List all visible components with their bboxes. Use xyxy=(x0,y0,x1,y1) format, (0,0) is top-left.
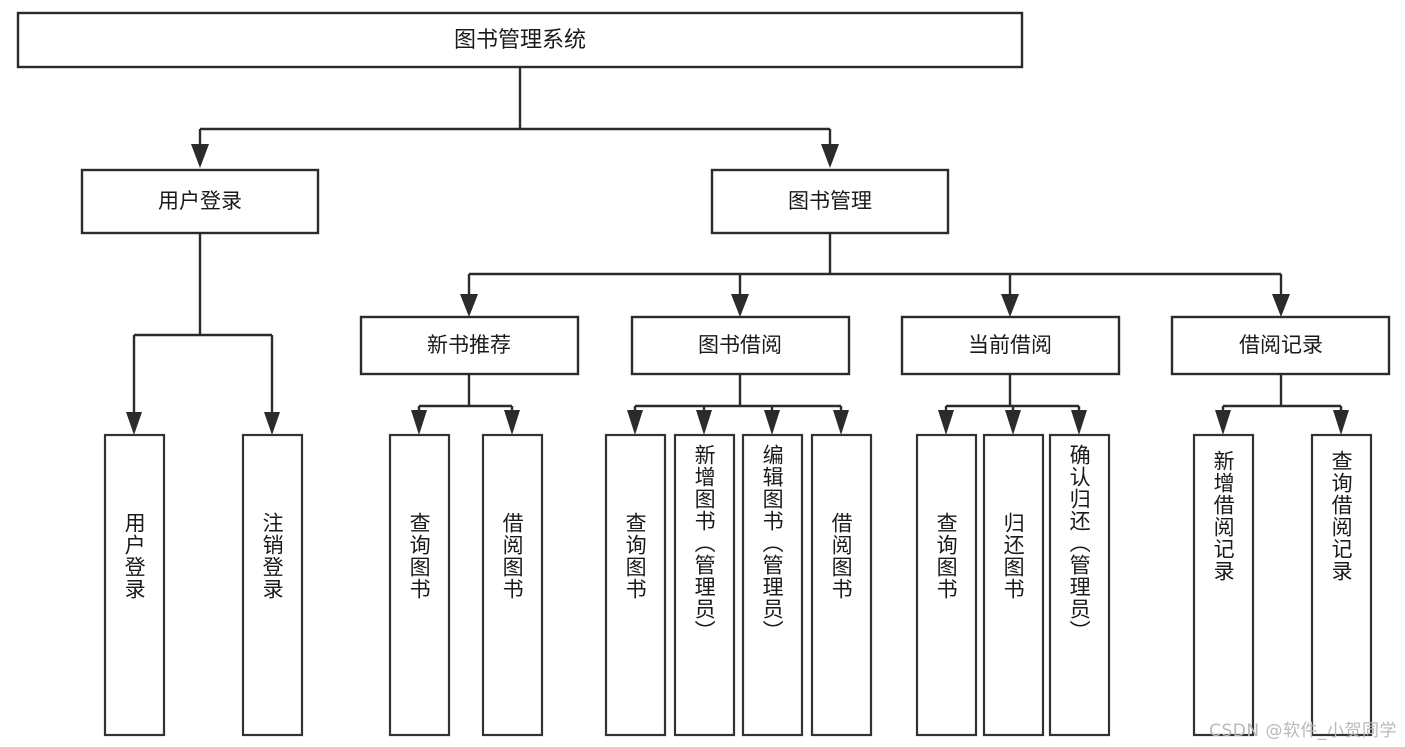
leaf-box-add-book-admin[interactable] xyxy=(673,433,736,737)
node-current-borrow[interactable]: 当前借阅 xyxy=(900,315,1121,376)
arrow-head-leaf-user-login xyxy=(126,412,142,435)
node-book-borrow-box xyxy=(630,315,851,376)
node-root-system-box xyxy=(16,11,1024,69)
arrow-head-leaf-confirm-return-admin xyxy=(1071,410,1087,435)
connector-user-login-to-leaves xyxy=(126,233,280,435)
node-book-manage-box xyxy=(710,168,950,235)
arrow-head-leaf-query-book-3 xyxy=(938,410,954,435)
connector-borrow-record-to-leaves xyxy=(1215,374,1349,435)
arrow-head-user-login xyxy=(191,144,209,168)
arrow-head-leaf-return-book xyxy=(1005,410,1021,435)
arrow-head-leaf-add-book-admin xyxy=(696,410,712,435)
leaf-box-add-borrow-record[interactable] xyxy=(1192,433,1255,737)
arrow-head-leaf-add-borrow-record xyxy=(1215,410,1231,435)
node-user-login[interactable]: 用户登录 xyxy=(80,168,320,235)
arrow-head-leaf-borrow-book-2 xyxy=(833,410,849,435)
arrow-head-leaf-query-book-1 xyxy=(411,410,427,435)
node-new-book-recommend-label: 新书推荐 xyxy=(427,333,511,357)
arrow-head-leaf-borrow-book-1 xyxy=(504,410,520,435)
connector-new-book-recommend-to-leaves xyxy=(411,374,520,435)
connector-root-to-level2 xyxy=(191,67,839,168)
node-book-manage-label: 图书管理 xyxy=(788,189,872,213)
arrow-head-book-manage xyxy=(821,144,839,168)
leaf-box-query-book-2[interactable] xyxy=(604,433,667,737)
watermark-credit: CSDN @软件_小贺同学 xyxy=(1209,721,1397,741)
arrow-head-leaf-edit-book-admin xyxy=(764,410,780,435)
leaf-box-confirm-return-admin[interactable] xyxy=(1048,433,1111,737)
arrow-head-book-borrow xyxy=(731,294,749,317)
node-root-system[interactable]: 图书管理系统 xyxy=(16,11,1024,69)
leaf-box-user-login[interactable] xyxy=(103,433,166,737)
leaf-box-borrow-book-2[interactable] xyxy=(810,433,873,737)
leaf-box-edit-book-admin[interactable] xyxy=(741,433,804,737)
node-borrow-record-box xyxy=(1170,315,1391,376)
arrow-head-new-book-recommend xyxy=(460,294,478,317)
node-current-borrow-label: 当前借阅 xyxy=(968,333,1052,357)
node-user-login-box xyxy=(80,168,320,235)
leaf-box-query-borrow-record[interactable] xyxy=(1310,433,1373,737)
leaf-box-borrow-book-1[interactable] xyxy=(481,433,544,737)
arrow-head-current-borrow xyxy=(1001,294,1019,317)
node-book-borrow-label: 图书借阅 xyxy=(698,333,782,357)
node-user-login-label: 用户登录 xyxy=(158,189,242,213)
arrow-head-borrow-record xyxy=(1272,294,1290,317)
leaf-box-return-book[interactable] xyxy=(982,433,1045,737)
leaf-box-query-book-1[interactable] xyxy=(388,433,451,737)
node-new-book-recommend-box xyxy=(359,315,580,376)
node-book-manage[interactable]: 图书管理 xyxy=(710,168,950,235)
node-borrow-record-label: 借阅记录 xyxy=(1239,333,1323,357)
node-current-borrow-box xyxy=(900,315,1121,376)
arrow-head-leaf-query-book-2 xyxy=(627,410,643,435)
arrow-head-leaf-user-logout xyxy=(264,412,280,435)
arrow-head-leaf-query-borrow-record xyxy=(1333,410,1349,435)
leaf-box-user-logout[interactable] xyxy=(241,433,304,737)
leaf-box-query-book-3[interactable] xyxy=(915,433,978,737)
node-root-system-label: 图书管理系统 xyxy=(454,28,586,53)
node-book-borrow[interactable]: 图书借阅 xyxy=(630,315,851,376)
connector-book-borrow-to-leaves xyxy=(627,374,849,435)
node-new-book-recommend[interactable]: 新书推荐 xyxy=(359,315,580,376)
connector-current-borrow-to-leaves xyxy=(938,374,1087,435)
connector-book-manage-to-level3 xyxy=(460,233,1290,317)
node-borrow-record[interactable]: 借阅记录 xyxy=(1170,315,1391,376)
